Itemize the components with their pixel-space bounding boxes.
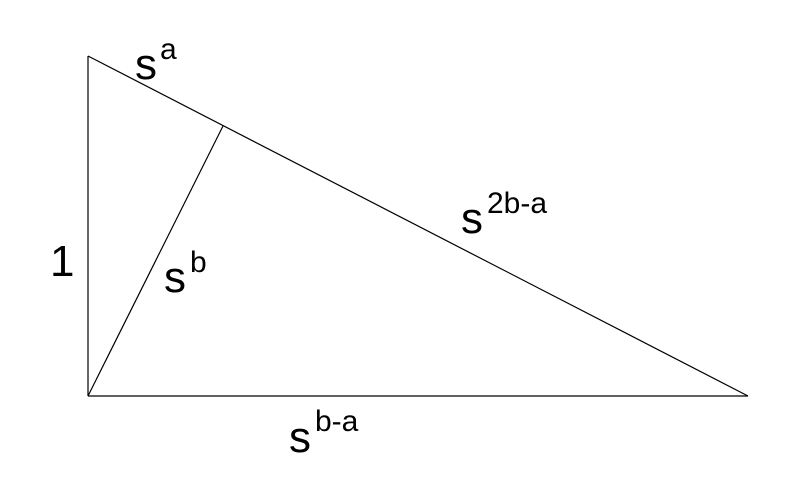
label-top-short-base: s [135, 40, 157, 89]
label-left-side: 1 [50, 237, 74, 286]
label-bottom-base: s [289, 413, 311, 462]
label-altitude-exp: b [190, 246, 207, 279]
hypotenuse-line [87, 55, 749, 397]
label-bottom-exp: b-a [315, 405, 359, 438]
altitude-line [87, 125, 224, 397]
label-altitude-base: s [164, 253, 186, 302]
label-top-long-exp: 2b-a [487, 187, 547, 220]
label-top-short-exp: a [160, 33, 177, 66]
label-top-long-base: s [461, 194, 483, 243]
